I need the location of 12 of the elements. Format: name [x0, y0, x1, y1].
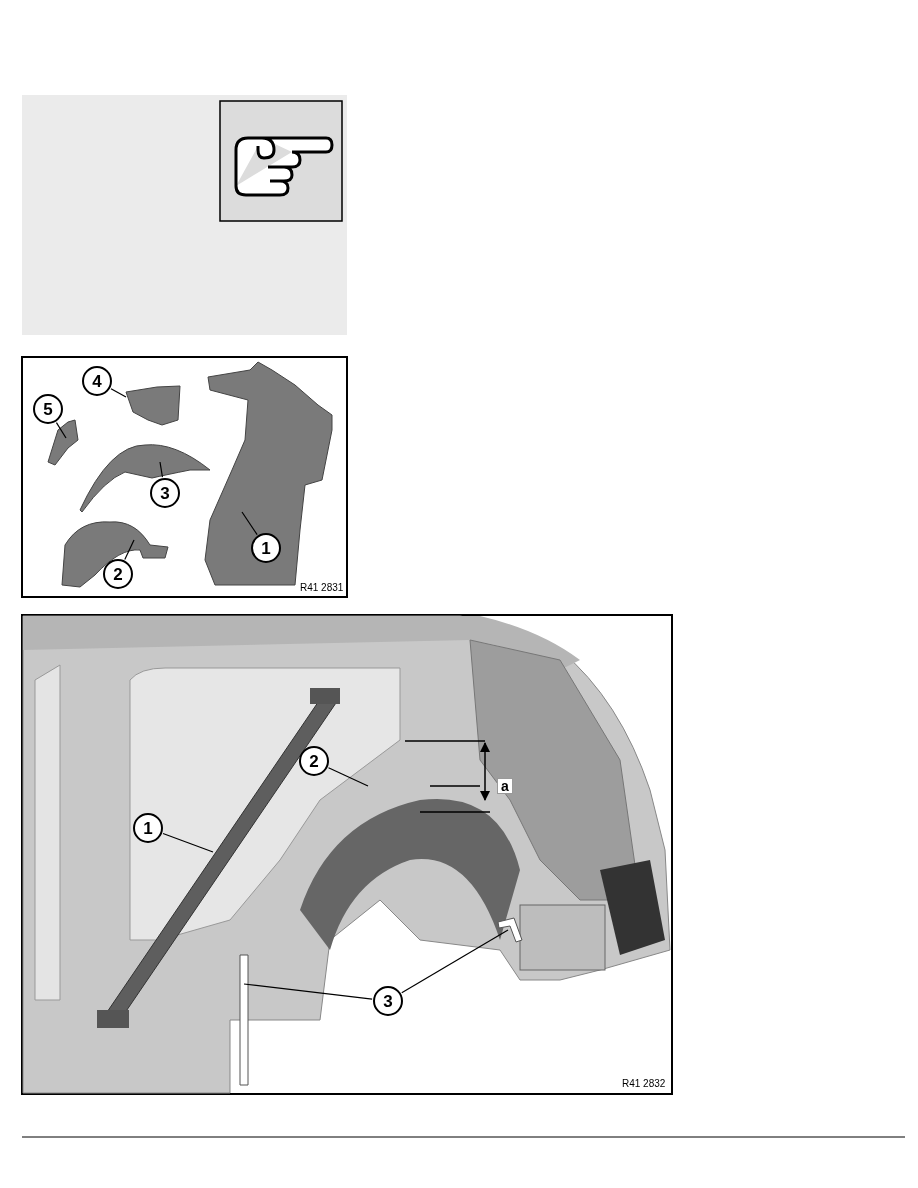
- figure-number: R41 2832: [622, 1079, 666, 1089]
- leader-line: [241, 511, 258, 536]
- leader-line: [327, 767, 369, 787]
- leader-line: [243, 983, 373, 1000]
- leader-line: [110, 388, 127, 398]
- figure-number: R41 2831: [300, 583, 344, 593]
- leader-line: [124, 539, 135, 561]
- leader-line: [401, 929, 509, 994]
- dimension-label: a: [497, 778, 513, 794]
- leader-line: [55, 422, 67, 439]
- leader-line: [159, 461, 164, 478]
- leader-line: [162, 832, 214, 853]
